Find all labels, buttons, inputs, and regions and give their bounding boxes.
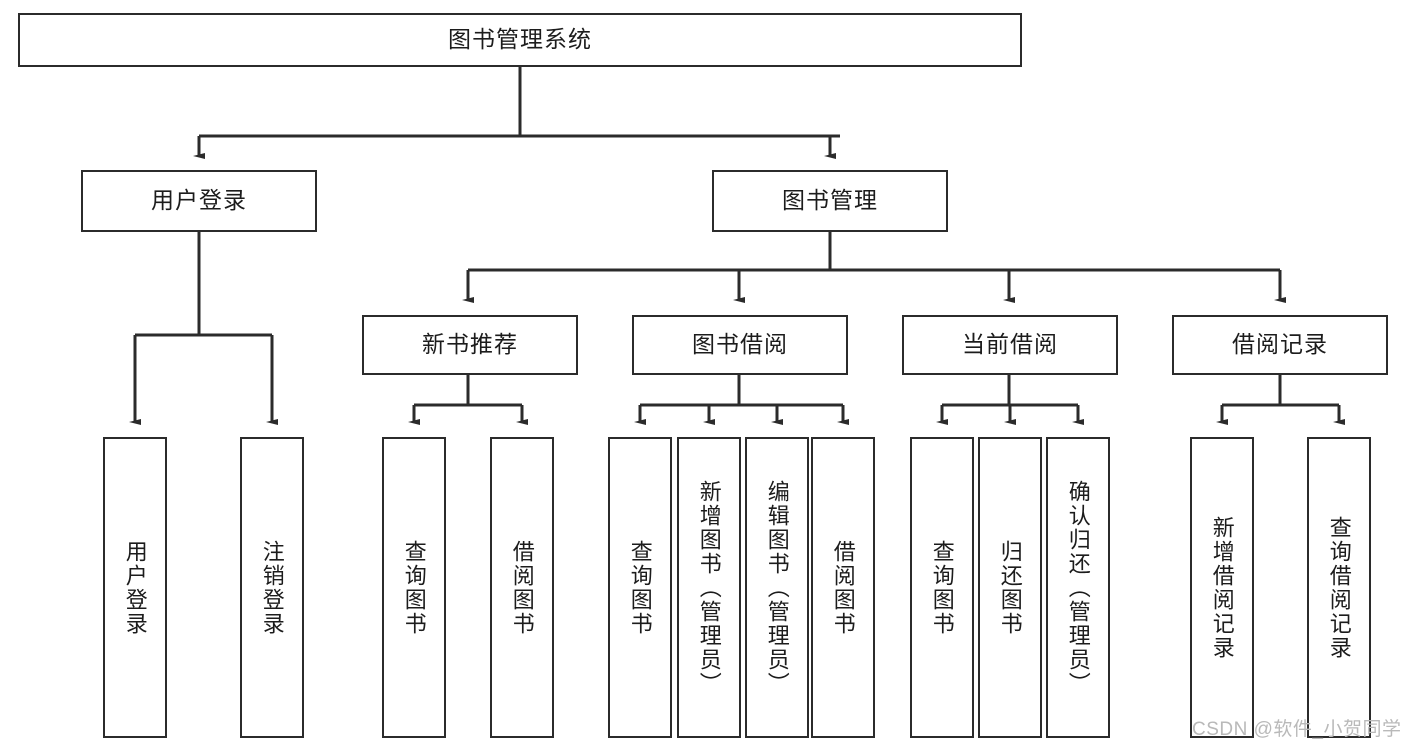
node-label: 用户登录	[122, 539, 148, 636]
node-new-book-recommend[interactable]: 新书推荐	[362, 315, 578, 375]
leaf-new-book-borrow-book[interactable]: 借阅图书	[490, 437, 554, 738]
node-label: 新书推荐	[422, 331, 518, 358]
leaf-borrow-record-query-record[interactable]: 查询借阅记录	[1307, 437, 1371, 738]
node-label: 图书管理系统	[448, 26, 592, 53]
node-label: 查询图书	[401, 539, 427, 636]
leaf-book-borrow-add-book-admin[interactable]: 新增图书（管理员）	[677, 437, 741, 738]
node-current-borrow[interactable]: 当前借阅	[902, 315, 1118, 375]
node-label: 新增借阅记录	[1209, 515, 1235, 660]
node-book-management[interactable]: 图书管理	[712, 170, 948, 232]
leaf-book-borrow-query-book[interactable]: 查询图书	[608, 437, 672, 738]
leaf-current-borrow-query-book[interactable]: 查询图书	[910, 437, 974, 738]
node-label: 图书管理	[782, 187, 878, 214]
leaf-book-borrow-borrow-book[interactable]: 借阅图书	[811, 437, 875, 738]
node-label: 查询图书	[627, 539, 653, 636]
node-label: 查询图书	[929, 539, 955, 636]
leaf-book-borrow-edit-book-admin[interactable]: 编辑图书（管理员）	[745, 437, 809, 738]
node-label: 归还图书	[997, 539, 1023, 636]
node-borrow-record[interactable]: 借阅记录	[1172, 315, 1388, 375]
leaf-user-login-logout[interactable]: 注销登录	[240, 437, 304, 738]
leaf-current-borrow-return-book[interactable]: 归还图书	[978, 437, 1042, 738]
node-label: 确认归还（管理员）	[1065, 479, 1091, 696]
node-label: 用户登录	[151, 187, 247, 214]
watermark-text: CSDN @软件_小贺同学	[1192, 719, 1402, 740]
node-book-borrow[interactable]: 图书借阅	[632, 315, 848, 375]
leaf-new-book-query-book[interactable]: 查询图书	[382, 437, 446, 738]
node-label: 编辑图书（管理员）	[764, 479, 790, 696]
leaf-user-login-login[interactable]: 用户登录	[103, 437, 167, 738]
node-label: 当前借阅	[962, 331, 1058, 358]
leaf-current-borrow-confirm-return-admin[interactable]: 确认归还（管理员）	[1046, 437, 1110, 738]
node-label: 借阅图书	[830, 539, 856, 636]
node-user-login[interactable]: 用户登录	[81, 170, 317, 232]
node-label: 新增图书（管理员）	[696, 479, 722, 696]
node-label: 图书借阅	[692, 331, 788, 358]
node-label: 查询借阅记录	[1326, 515, 1352, 660]
node-label: 注销登录	[259, 539, 285, 636]
node-root-book-management-system[interactable]: 图书管理系统	[18, 13, 1022, 67]
node-label: 借阅记录	[1232, 331, 1328, 358]
node-label: 借阅图书	[509, 539, 535, 636]
leaf-borrow-record-add-record[interactable]: 新增借阅记录	[1190, 437, 1254, 738]
